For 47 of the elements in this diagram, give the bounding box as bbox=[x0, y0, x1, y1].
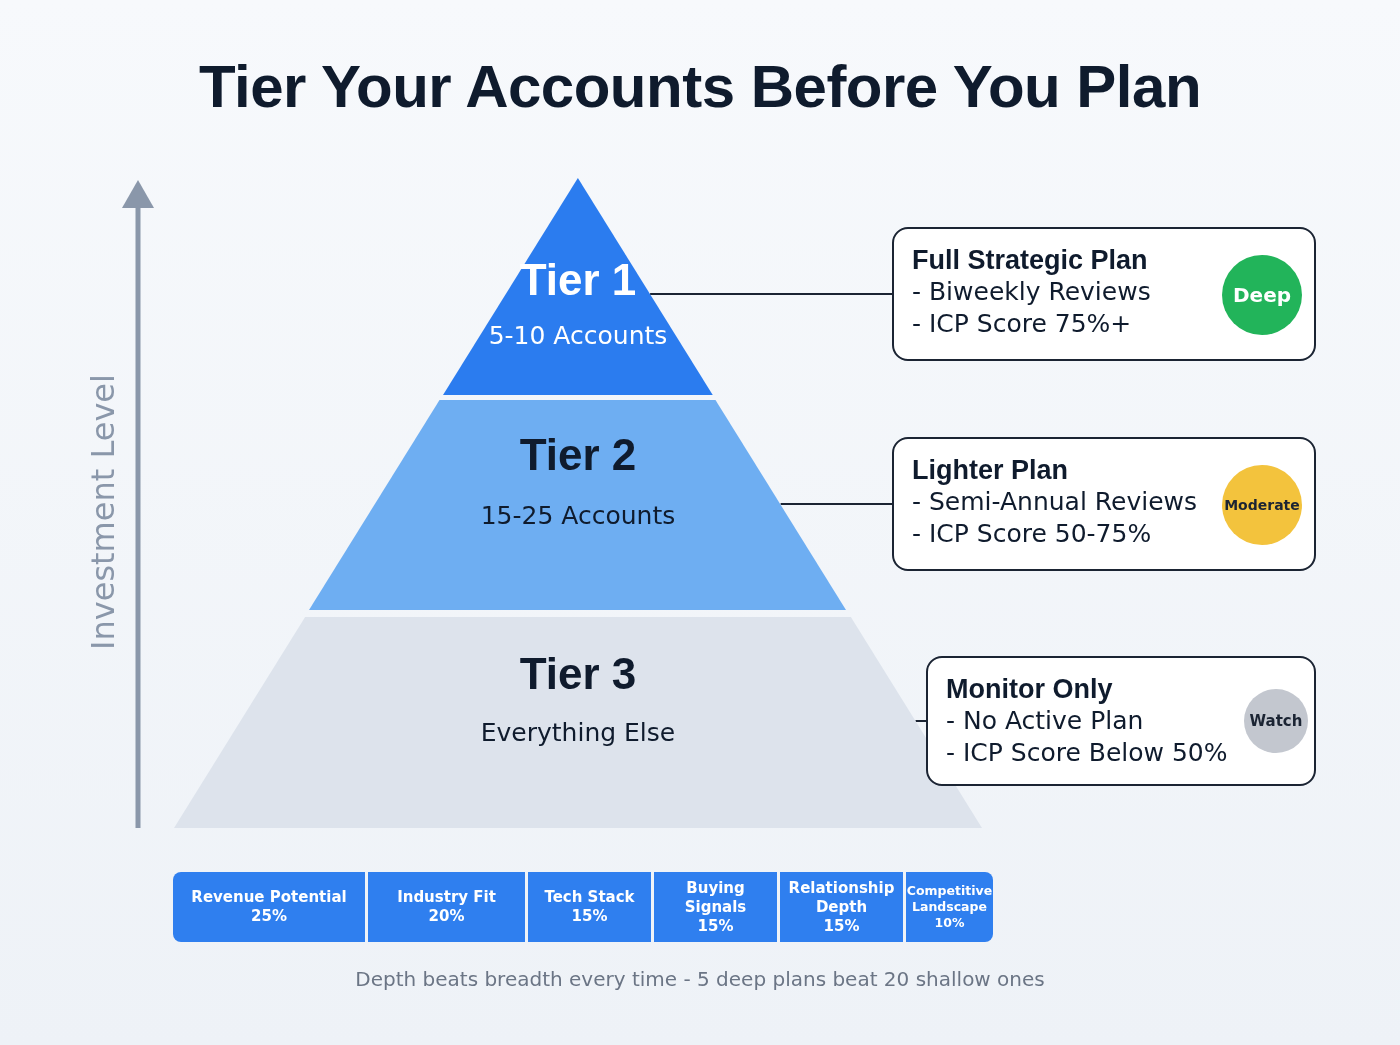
criteria-tile bbox=[906, 872, 993, 942]
criteria-tile bbox=[173, 872, 365, 942]
criteria-tile bbox=[368, 872, 525, 942]
plan-card bbox=[892, 227, 1316, 361]
tier-title: Tier 2 bbox=[519, 430, 637, 480]
criteria-weight: 10% bbox=[934, 915, 965, 931]
criteria-tile bbox=[780, 872, 903, 942]
axis-label: Investment Level bbox=[84, 374, 122, 650]
tier-title: Tier 1 bbox=[519, 255, 637, 305]
criteria-tile bbox=[654, 872, 777, 942]
list-item: - Biweekly Reviews bbox=[912, 277, 1151, 306]
card-heading: Monitor Only bbox=[946, 674, 1113, 705]
plan-card bbox=[926, 656, 1316, 786]
criteria-name: Relationship Depth bbox=[787, 878, 896, 917]
list-item: - Semi-Annual Reviews bbox=[912, 487, 1198, 516]
pyramid-tier bbox=[443, 178, 713, 395]
criteria-name: Revenue Potential bbox=[191, 888, 347, 907]
list-item: - No Active Plan bbox=[946, 706, 1144, 735]
list-item: - ICP Score 50-75% bbox=[912, 519, 1152, 548]
caption: Depth beats breadth every time - 5 deep plans beat 20 shallow ones bbox=[354, 967, 1046, 991]
list-item: - ICP Score 75%+ bbox=[912, 309, 1132, 338]
criteria-weight: 25% bbox=[251, 907, 287, 926]
pyramid-tier bbox=[309, 400, 847, 610]
connector-line bbox=[914, 720, 927, 722]
tier-subtitle: 15-25 Accounts bbox=[480, 501, 676, 530]
card-heading: Lighter Plan bbox=[912, 455, 1068, 486]
criteria-weight: 20% bbox=[428, 907, 465, 926]
criteria-name: Tech Stack bbox=[544, 888, 635, 907]
criteria-weight: 15% bbox=[571, 907, 608, 926]
title: Tier Your Accounts Before You Plan bbox=[197, 52, 1203, 121]
tier-subtitle: 5-10 Accounts bbox=[488, 321, 668, 350]
criteria-tile bbox=[528, 872, 651, 942]
criteria-name: Industry Fit bbox=[397, 888, 496, 907]
status-badge: Deep bbox=[1222, 255, 1302, 335]
status-badge: Moderate bbox=[1222, 465, 1302, 545]
plan-card bbox=[892, 437, 1316, 571]
tier-title: Tier 3 bbox=[519, 649, 637, 699]
status-badge: Watch bbox=[1244, 689, 1308, 753]
connector-line bbox=[649, 293, 893, 295]
connector-line bbox=[779, 503, 893, 505]
criteria-weight: 15% bbox=[823, 916, 860, 936]
list-item: - ICP Score Below 50% bbox=[946, 738, 1228, 767]
tier-subtitle: Everything Else bbox=[480, 718, 676, 747]
criteria-weight: 15% bbox=[697, 916, 734, 936]
criteria-name: Buying Signals bbox=[683, 878, 748, 917]
card-heading: Full Strategic Plan bbox=[912, 245, 1148, 276]
criteria-name: Competitive Landscape bbox=[906, 883, 993, 915]
